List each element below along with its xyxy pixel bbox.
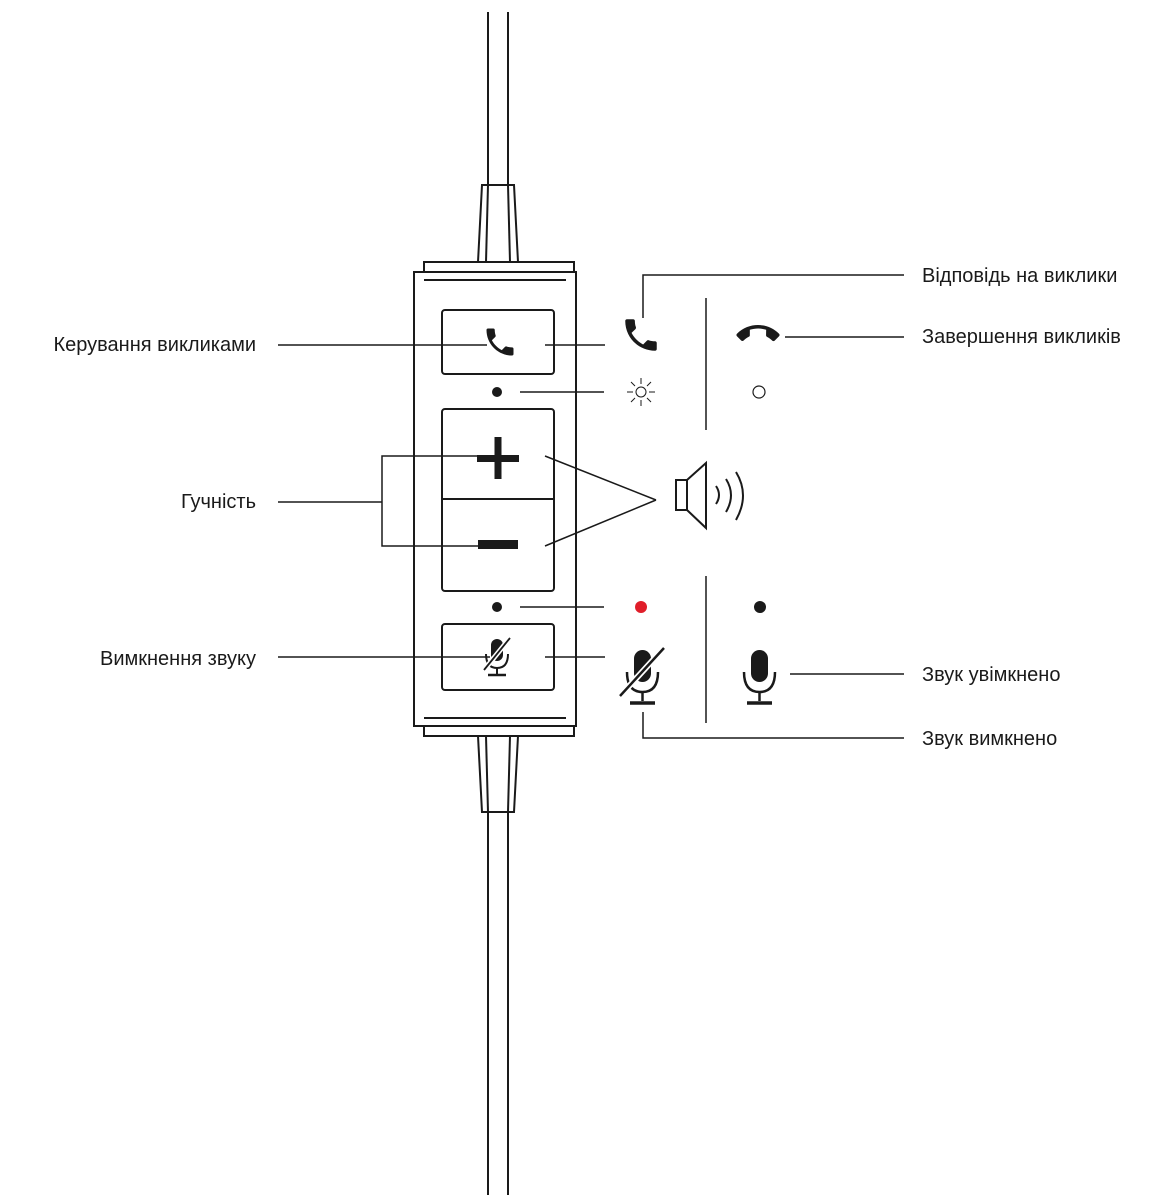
phone-hangup-icon xyxy=(736,325,780,342)
led-blinking-icon xyxy=(627,378,655,406)
volume-up-button[interactable] xyxy=(443,410,553,498)
led-red-icon xyxy=(635,601,647,613)
leader-lines xyxy=(278,274,904,739)
microphone-muted-icon xyxy=(617,645,667,705)
call-led xyxy=(492,387,502,397)
volume-down-button[interactable] xyxy=(443,500,553,590)
answer-call-label: Відповідь на виклики xyxy=(922,265,1118,287)
bottom-strain-relief xyxy=(476,735,520,813)
phone-icon xyxy=(486,328,514,356)
call-button[interactable] xyxy=(441,309,555,375)
led-off-icon xyxy=(752,385,766,399)
mute-label: Вимкнення звуку xyxy=(100,648,256,670)
unmuted-label: Звук увімкнено xyxy=(922,664,1061,686)
top-cable xyxy=(487,12,509,185)
mute-led xyxy=(492,602,502,612)
muted-label: Звук вимкнено xyxy=(922,728,1058,750)
call-control-label: Керування викликами xyxy=(53,334,256,356)
led-dark-icon xyxy=(754,601,766,613)
bottom-cable xyxy=(487,812,509,1195)
volume-label: Гучність xyxy=(181,491,256,513)
speaker-icon xyxy=(675,460,744,531)
microphone-icon xyxy=(742,650,777,705)
top-strain-relief xyxy=(476,184,520,263)
microphone-muted-icon xyxy=(482,636,512,677)
answer-call-state-icon xyxy=(625,319,657,351)
minus-icon xyxy=(478,540,518,549)
plus-icon xyxy=(477,437,519,479)
end-call-label: Завершення викликів xyxy=(922,326,1121,348)
